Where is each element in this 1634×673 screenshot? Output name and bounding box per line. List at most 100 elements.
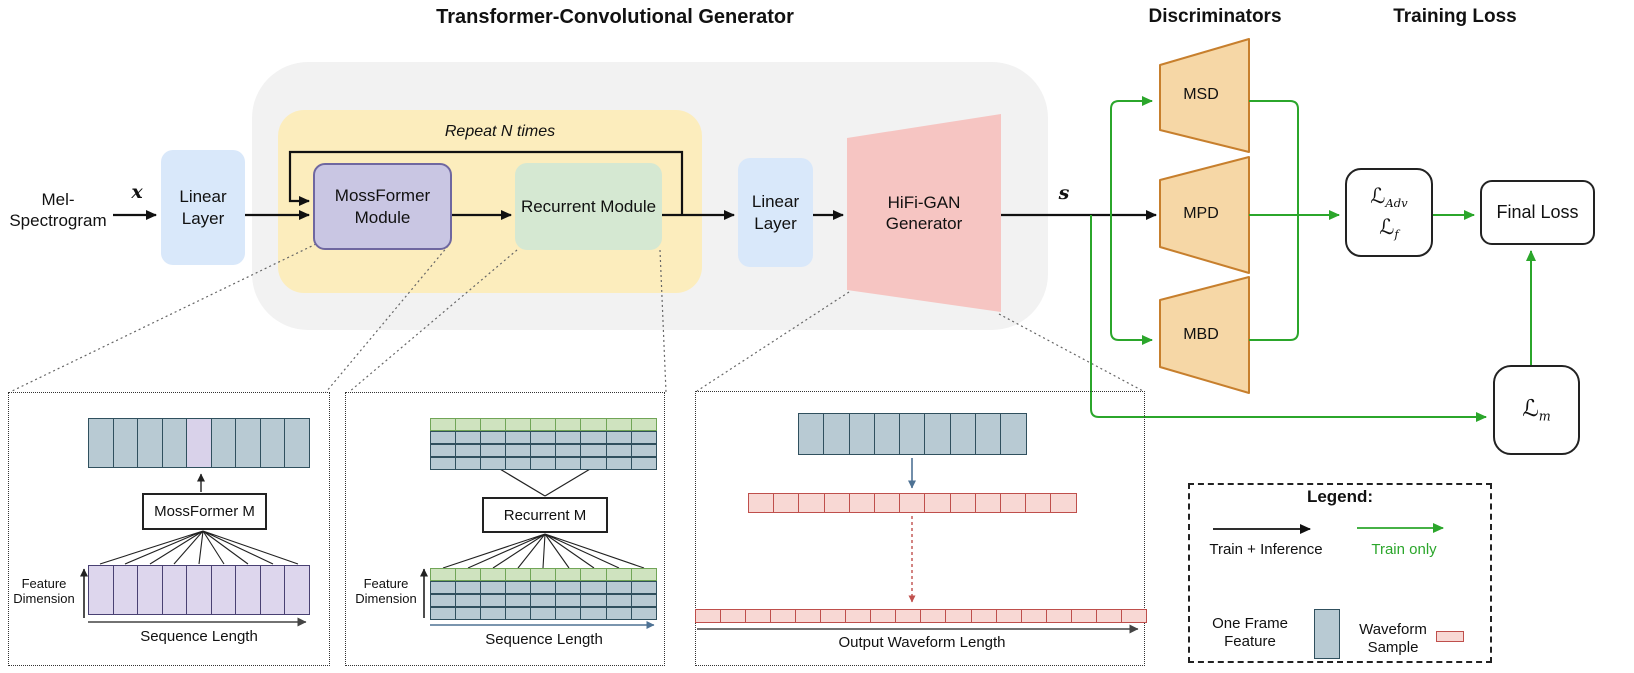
discriminators-title: Discriminators	[1148, 6, 1282, 27]
mel-loss-label: ℒm	[1522, 396, 1551, 424]
cell	[505, 607, 532, 620]
cell	[455, 581, 482, 594]
hifigan-feature-row	[798, 413, 1027, 455]
cell	[630, 457, 657, 470]
cell	[430, 444, 457, 457]
cell	[630, 418, 657, 431]
cell	[480, 607, 507, 620]
recurrent-output-grid-row	[430, 444, 657, 457]
cell	[161, 565, 188, 615]
cell	[605, 581, 632, 594]
mbd-label: MBD	[1183, 326, 1219, 343]
cell	[949, 413, 977, 455]
cell	[480, 431, 507, 444]
cell	[430, 607, 457, 620]
cell	[555, 581, 582, 594]
cell	[480, 457, 507, 470]
cell	[895, 609, 922, 623]
mossformer-input-row	[88, 565, 310, 615]
recurrent-module: Recurrent Module	[515, 163, 662, 250]
cell	[530, 444, 557, 457]
legend-train-inference-label: Train + Inference	[1209, 541, 1323, 558]
recurrent-input-grid-row-green	[430, 568, 657, 581]
cell	[555, 594, 582, 607]
cell	[480, 444, 507, 457]
mpd-label: MPD	[1183, 205, 1219, 222]
cell	[899, 493, 926, 513]
final-loss-box: Final Loss	[1480, 180, 1595, 245]
cell	[530, 418, 557, 431]
legend-one-frame-label: One Frame Feature	[1212, 615, 1288, 650]
cell	[580, 581, 607, 594]
cell	[605, 418, 632, 431]
sequence-length-label-2: Sequence Length	[485, 631, 603, 648]
linear-layer-1: Linear Layer	[161, 150, 245, 265]
cell	[455, 607, 482, 620]
cell	[505, 581, 532, 594]
cell	[770, 609, 797, 623]
cell	[235, 565, 261, 615]
recurrent-input-grid-row	[430, 581, 657, 594]
cell	[530, 581, 557, 594]
cell	[605, 444, 632, 457]
cell	[873, 413, 901, 455]
generator-title: Transformer-Convolutional Generator	[436, 6, 794, 28]
discriminator-output-brace	[1249, 100, 1299, 341]
feature-loss-label: ℒf	[1379, 214, 1399, 241]
cell	[505, 444, 532, 457]
recurrent-input-grid-row	[430, 607, 657, 620]
cell	[480, 418, 507, 431]
cell	[530, 607, 557, 620]
cell	[430, 431, 457, 444]
cell	[630, 444, 657, 457]
cell	[112, 565, 139, 615]
cell	[455, 444, 482, 457]
cell	[920, 609, 947, 623]
cell	[630, 594, 657, 607]
cell	[1025, 493, 1052, 513]
cell	[505, 594, 532, 607]
cell	[870, 609, 897, 623]
recurrent-m-box: Recurrent M	[482, 497, 608, 533]
cell	[580, 431, 607, 444]
legend-waveform-label: Waveform Sample	[1359, 621, 1427, 656]
cell	[235, 418, 261, 468]
cell	[555, 431, 582, 444]
msd-label: MSD	[1183, 86, 1219, 103]
cell	[530, 568, 557, 581]
cell	[820, 609, 847, 623]
cell	[745, 609, 772, 623]
final-loss-label: Final Loss	[1496, 202, 1579, 222]
cell	[88, 565, 114, 615]
legend-box	[1188, 483, 1492, 663]
cell	[88, 418, 114, 468]
cell	[480, 568, 507, 581]
cell	[720, 609, 747, 623]
cell	[505, 431, 532, 444]
cell	[112, 418, 139, 468]
adversarial-loss-box: ℒAdv ℒf	[1345, 168, 1433, 257]
cell	[695, 609, 722, 623]
cell	[1020, 609, 1047, 623]
cell	[284, 418, 310, 468]
linear-layer-1-label: Linear Layer	[179, 187, 227, 228]
repeat-n-times-label: Repeat N times	[444, 123, 556, 140]
cell	[874, 493, 901, 513]
cell	[823, 413, 850, 455]
cell	[455, 431, 482, 444]
cell	[480, 581, 507, 594]
training-loss-title: Training Loss	[1393, 6, 1517, 27]
one-frame-feature-swatch	[1314, 609, 1340, 659]
cell	[210, 565, 237, 615]
cell	[899, 413, 926, 455]
feature-dimension-label-2: Feature Dimension	[355, 576, 417, 606]
cell	[137, 418, 163, 468]
mossformer-detail-panel	[8, 392, 330, 666]
mossformer-module-label: MossFormer Module	[334, 186, 431, 227]
cell	[210, 418, 237, 468]
cell	[1095, 609, 1123, 623]
hifigan-detail-panel	[695, 391, 1145, 666]
cell	[580, 607, 607, 620]
cell	[630, 607, 657, 620]
cell	[430, 581, 457, 594]
